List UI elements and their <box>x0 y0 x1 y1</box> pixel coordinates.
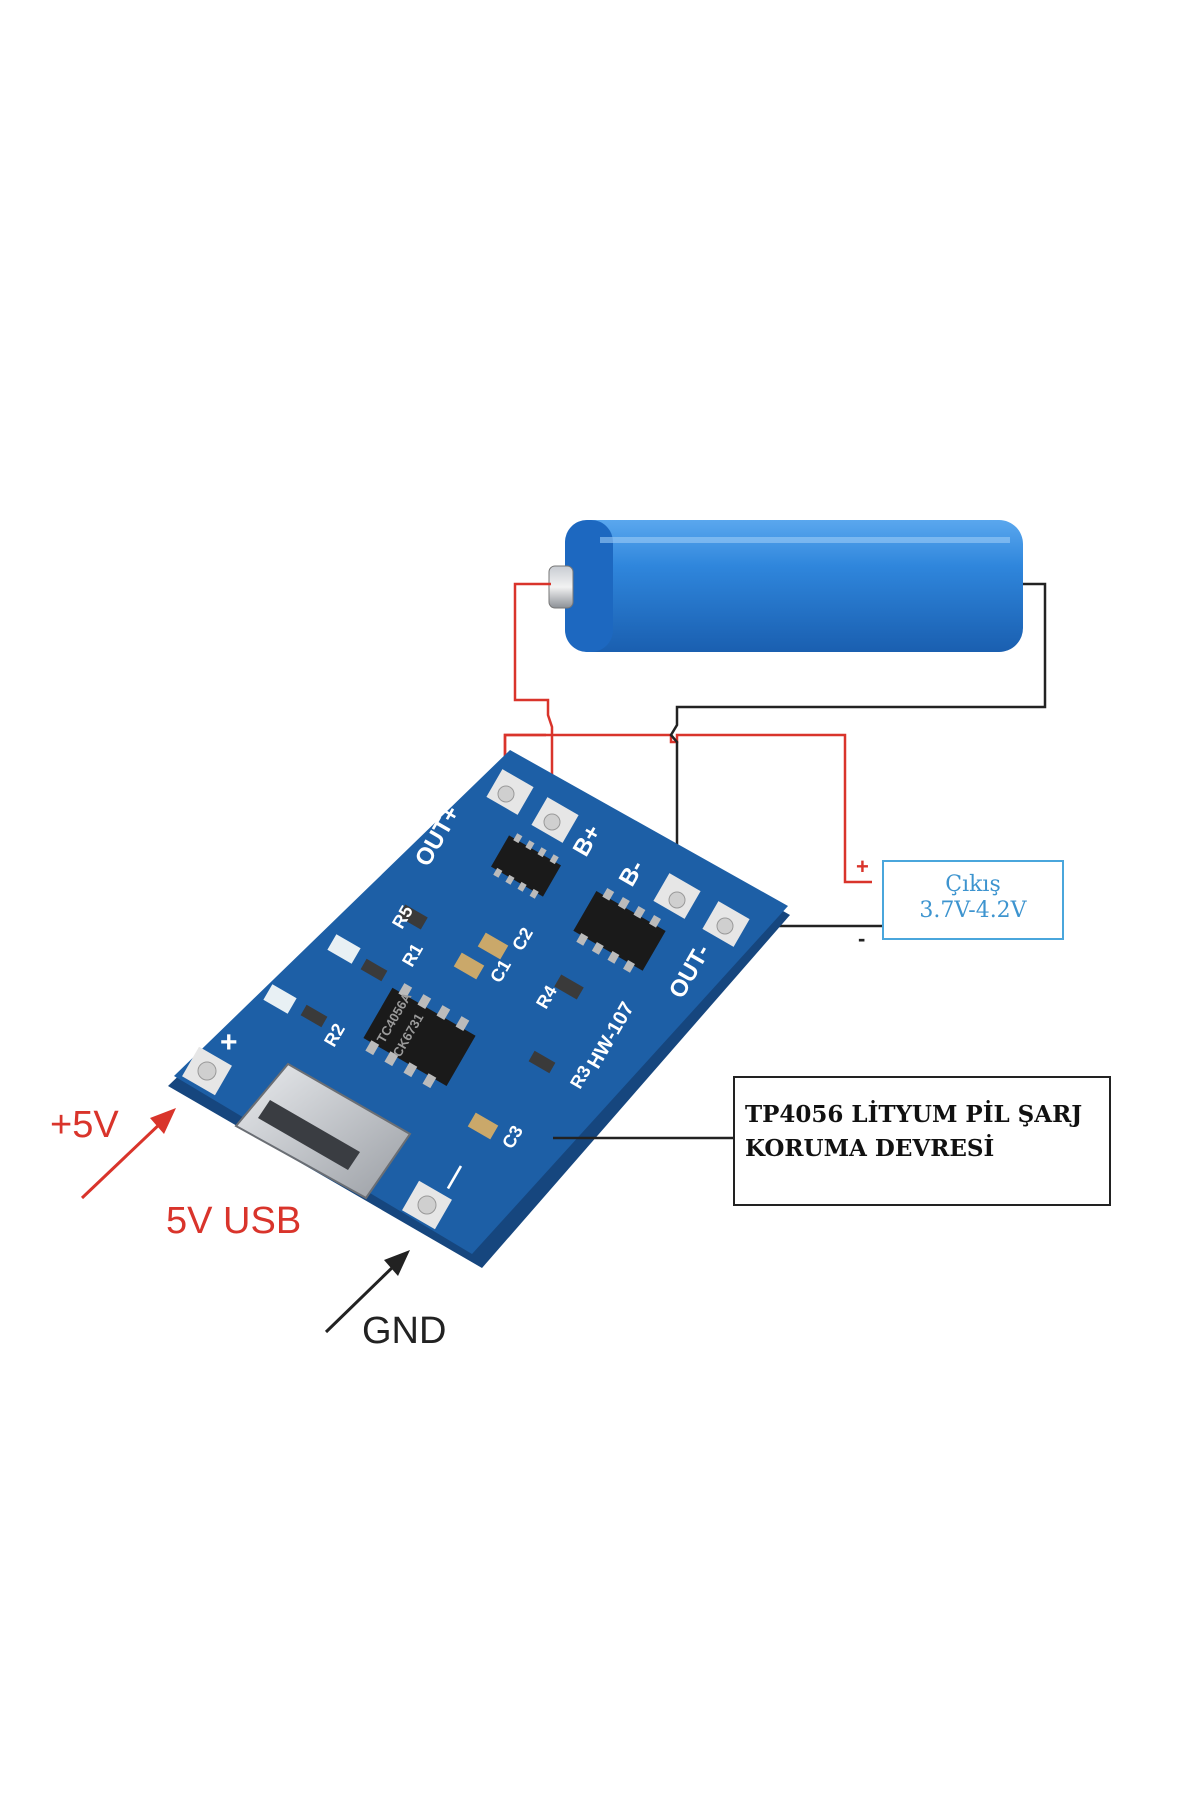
pads <box>182 769 750 1230</box>
wire-out-positive-route <box>503 733 872 884</box>
protection-ic <box>491 833 561 899</box>
label-plus-5v: +5V <box>50 1104 119 1146</box>
arrow-gnd <box>324 1250 410 1334</box>
wire-battery-positive <box>513 582 554 818</box>
mosfet-ic <box>573 888 666 973</box>
output-plus-sign: + <box>856 854 869 879</box>
title-box: TP4056 LİTYUM PİL ŞARJ KORUMA DEVRESİ <box>733 1076 1111 1206</box>
battery-body <box>565 520 1023 652</box>
label-gnd: GND <box>362 1310 447 1352</box>
charger-ic <box>363 983 476 1089</box>
micro-usb-port <box>234 1062 412 1200</box>
arrow-plus5v <box>80 1108 176 1200</box>
output-minus-sign: - <box>858 926 866 951</box>
output-title: Çıkış <box>945 872 1001 897</box>
led-green <box>327 934 361 964</box>
output-box: Çıkış 3.7V-4.2V <box>882 860 1064 940</box>
battery <box>548 520 1023 652</box>
smd-components <box>263 904 584 1140</box>
title-line-2: KORUMA DEVRESİ <box>745 1135 995 1162</box>
battery-positive-terminal <box>548 565 574 609</box>
label-5v-usb: 5V USB <box>166 1200 302 1242</box>
led-red <box>263 984 297 1014</box>
title-line-1: TP4056 LİTYUM PİL ŞARJ <box>745 1101 1083 1128</box>
battery-cap-ring <box>565 520 613 652</box>
output-voltage: 3.7V-4.2V <box>919 898 1027 923</box>
pcb-surface <box>174 750 788 1254</box>
pcb-board: OUT+ B+ B- OUT- + — HW-107 R5 R1 C2 C1 R… <box>168 750 790 1268</box>
pad-label-in-plus: + <box>220 1026 238 1059</box>
wire-battery-negative <box>669 582 1047 900</box>
